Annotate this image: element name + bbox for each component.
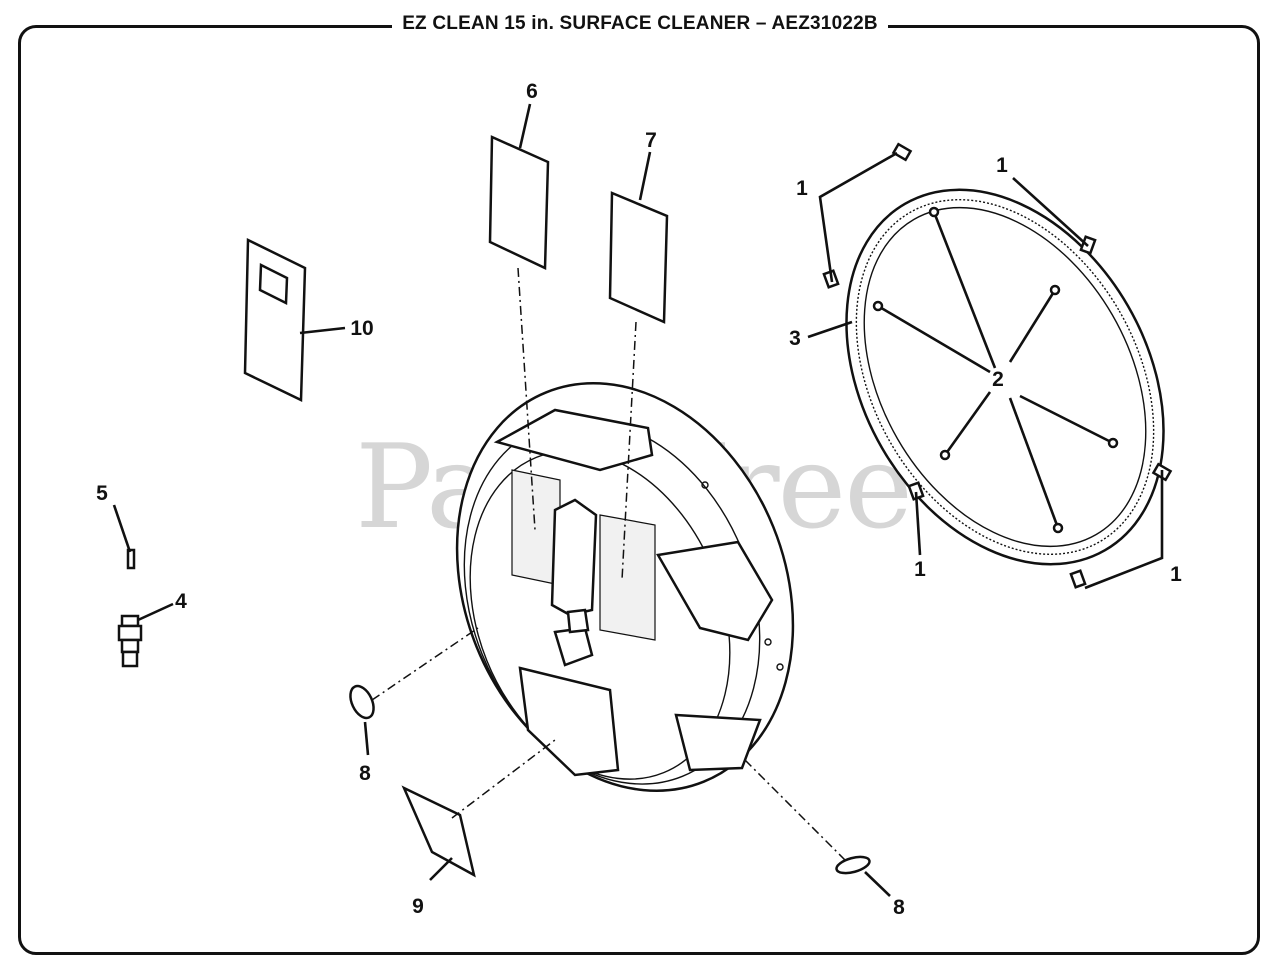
o-ring-left — [349, 684, 375, 720]
pins — [822, 142, 1173, 589]
callout-6: 6 — [526, 80, 538, 103]
callout-8-right: 8 — [893, 896, 905, 919]
fitting-4 — [117, 614, 143, 668]
callout-8-left: 8 — [359, 762, 371, 785]
callout-2: 2 — [992, 368, 1004, 391]
decal-7 — [608, 191, 669, 324]
callout-3: 3 — [789, 327, 801, 350]
diagram-title: EZ CLEAN 15 in. SURFACE CLEANER – AEZ310… — [0, 13, 1280, 35]
leader-lines — [112, 103, 1164, 897]
decal-9 — [401, 785, 476, 878]
callout-1-a: 1 — [796, 177, 808, 200]
callout-1-d: 1 — [1170, 563, 1182, 586]
nozzle-5 — [126, 548, 136, 570]
callout-7: 7 — [645, 129, 657, 152]
o-ring-right — [835, 855, 871, 875]
callout-1-b: 1 — [996, 154, 1008, 177]
assembly-lines — [371, 267, 846, 861]
callout-4: 4 — [175, 590, 187, 613]
callout-5: 5 — [96, 482, 108, 505]
cleaner-housing — [455, 382, 795, 792]
callout-10: 10 — [350, 317, 373, 340]
callout-9: 9 — [412, 895, 424, 918]
callout-1-c: 1 — [914, 558, 926, 581]
skirt-ring — [845, 188, 1165, 566]
callout-labels: 6 7 10 5 4 8 9 8 3 2 1 1 1 1 — [96, 80, 1182, 919]
decal-6 — [488, 135, 550, 270]
decal-10 — [243, 238, 307, 402]
